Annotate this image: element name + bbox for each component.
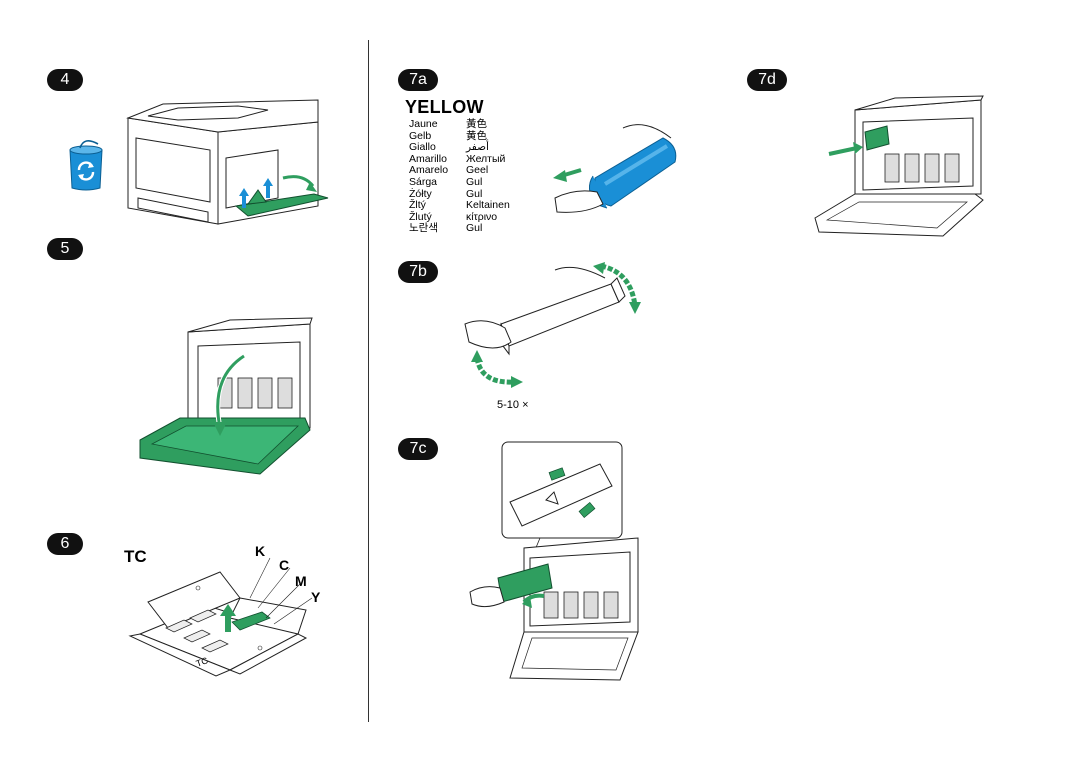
yellow-names-left: Jaune Gelb Giallo Amarillo Amarelo Sárga… <box>409 118 449 235</box>
step-7b-badge: 7b <box>398 261 438 283</box>
label-c: C <box>279 557 290 573</box>
yellow-name: Giallo <box>409 141 436 154</box>
finish-insert-illustration <box>814 95 984 237</box>
printer-open-door-illustration <box>139 317 313 475</box>
step-4-badge: 4 <box>47 69 83 91</box>
step-6-badge: 6 <box>47 533 83 555</box>
yellow-name: Gelb <box>409 129 432 142</box>
yellow-name: 黄色 <box>466 129 487 142</box>
step-7d-badge: 7d <box>747 69 787 91</box>
tc-box-illustration <box>128 557 313 677</box>
yellow-name: 노란색 <box>409 222 438 235</box>
yellow-name: κίτρινο <box>466 210 498 223</box>
yellow-name: Žltý <box>409 199 426 212</box>
yellow-name: Geel <box>466 164 489 177</box>
yellow-name: Amarelo <box>409 164 449 177</box>
yellow-name: Желтый <box>466 152 506 165</box>
yellow-name: Keltainen <box>466 199 510 212</box>
recycle-bin-icon <box>69 140 103 191</box>
tc-label: TC <box>124 547 147 566</box>
unwrap-cartridge-illustration <box>553 124 677 213</box>
shake-cartridge-illustration <box>464 262 641 388</box>
yellow-name: Gul <box>466 175 483 188</box>
step-5-badge: 5 <box>47 238 83 260</box>
yellow-name: أصفر <box>466 141 489 154</box>
yellow-name: Sárga <box>409 175 438 188</box>
label-k: K <box>255 543 266 559</box>
label-y: Y <box>311 589 321 605</box>
yellow-name: 黃色 <box>466 118 487 130</box>
yellow-name: Jaune <box>409 118 438 130</box>
label-m: M <box>295 573 307 589</box>
yellow-name: Amarillo <box>409 152 447 165</box>
shake-count: 5-10 × <box>497 399 529 411</box>
insert-cartridge-illustration <box>469 441 639 681</box>
printer-waste-box-illustration <box>126 99 329 225</box>
yellow-name: Żółty <box>409 187 432 200</box>
step-7a-badge: 7a <box>398 69 438 91</box>
yellow-name: Žlutý <box>409 210 432 223</box>
yellow-name: Gul <box>466 187 483 200</box>
column-divider <box>368 40 369 722</box>
yellow-title: YELLOW <box>405 97 484 117</box>
yellow-name: Gul <box>466 222 483 235</box>
push-arrow-icon <box>545 491 559 505</box>
yellow-names-right: 黃色 黄色 أصفر Желтый Geel Gul Gul Keltainen… <box>466 118 510 235</box>
step-7c-badge: 7c <box>398 438 438 460</box>
